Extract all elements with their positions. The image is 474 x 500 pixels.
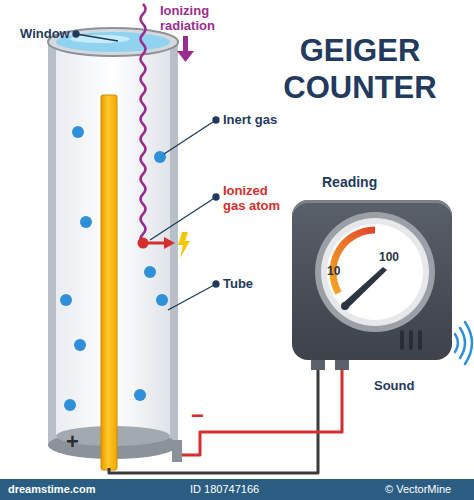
ion-arrow-head [164,237,175,249]
needle [342,267,387,308]
leader-dot [213,194,219,200]
negative-wire [182,364,342,455]
meter-heading: Reading [322,175,377,190]
gas-atom [154,151,166,163]
spark [178,232,190,258]
sound-waves [455,322,472,364]
dial-ring [321,218,429,326]
radiation-arrow-head [177,51,194,62]
leader-dot [213,281,219,287]
leader-dot [213,117,219,123]
watermark-bar [0,479,474,500]
sound-wave [455,334,458,352]
meter-dial: 10 100 [315,212,435,332]
meter-device: Reading10100 [292,200,452,360]
dial-face [327,224,423,320]
gas-atom [80,216,92,228]
dial-ring [315,212,435,332]
part-label: Window [20,26,70,41]
gas-atom [144,266,156,278]
gas-atom [134,389,146,401]
sound-wave [465,322,472,364]
leader-dot [73,31,79,37]
ionized-atom [138,238,149,249]
leader-line [76,34,118,41]
scale-number: 100 [379,250,399,264]
title: GEIGER COUNTER [278,32,442,106]
watermark: ID 180747166 [190,483,259,496]
gas-atom [74,339,86,351]
polarity-sign: − [191,404,204,428]
positive-wire [109,364,318,473]
terminal-post [172,440,182,462]
leader-line [168,284,216,310]
gas-atom [64,399,76,411]
part-label: Ionizing radiation [160,3,230,33]
window-shine [70,35,130,43]
leader-line [150,197,216,240]
part-label: Tube [223,276,253,291]
watermark: © VectorMine [385,483,451,496]
part-label: Ionized gas atom [223,183,293,213]
radiation-wave [141,4,146,244]
leader-line [164,120,216,154]
part-label: Sound [374,378,414,393]
gas-atom [60,294,72,306]
radiation-arrow [183,36,188,52]
scale-number: 10 [327,264,340,278]
needle-pivot [341,302,349,310]
window [56,32,170,52]
watermark: dreamstime.com [8,483,95,496]
leaders [73,31,219,310]
part-label: Inert gas [223,112,277,127]
anode-rod [101,95,117,470]
polarity-sign: + [66,430,79,454]
gas-atoms [60,126,168,411]
gas-atom [156,294,168,306]
sound-wave [460,328,465,358]
gas-atom [72,126,84,138]
